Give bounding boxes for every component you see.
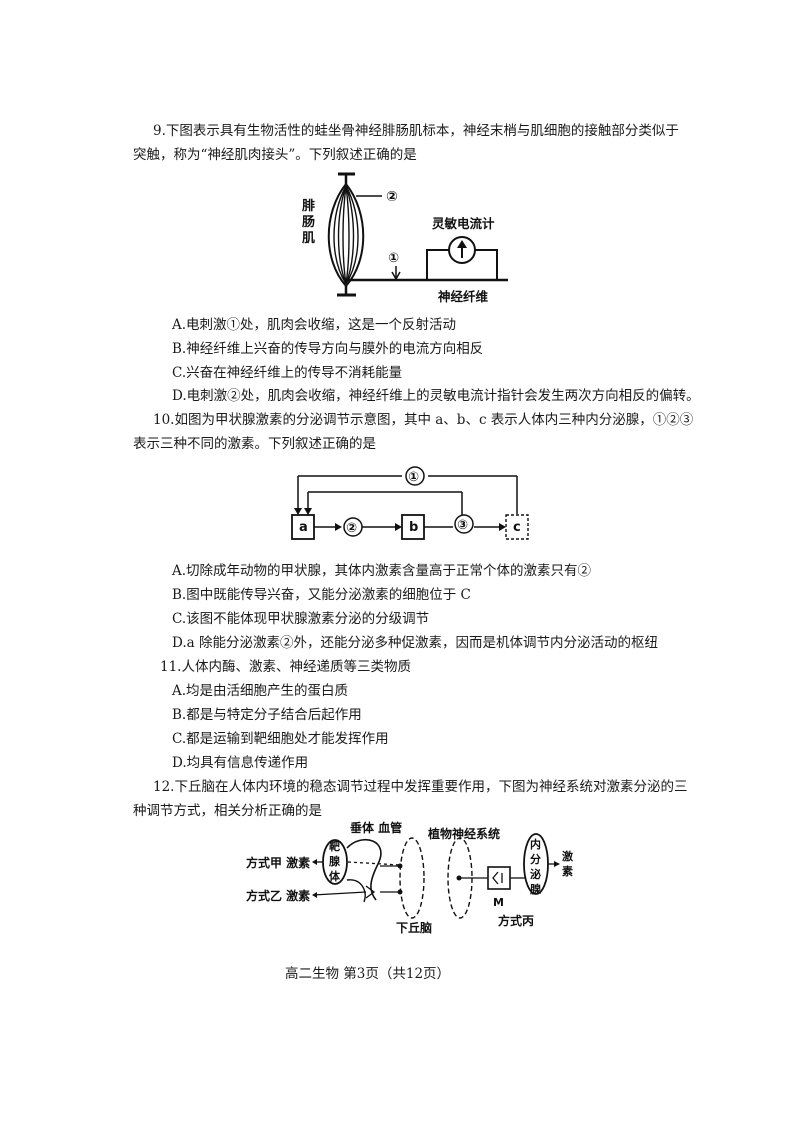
q12-target-2: 腺 <box>329 854 341 868</box>
q12-endocrine-3: 泌 <box>530 867 541 881</box>
q10-box-c: c <box>513 520 521 535</box>
q12-way-c: 方式丙 <box>498 913 534 928</box>
q10-stem-line2: 表示三种不同的激素。下列叙述正确的是 <box>133 436 376 452</box>
q9-option-d: D.电刺激②处，肌肉会收缩，神经纤维上的灵敏电流计指针会发生两次方向相反的偏转。 <box>172 388 700 404</box>
q10-figure: ① a b c ② ③ <box>291 466 529 540</box>
q9-figure: ② 腓 肠 肌 ① 灵敏电流计 神经纤维 <box>302 172 508 304</box>
q9-nerve-label: 神经纤维 <box>438 289 489 304</box>
q10-stem-line1: 10.如图为甲状腺激素的分泌调节示意图，其中 a、b、c 表示人体内三种内分泌腺… <box>153 412 694 428</box>
q12-endocrine-2: 分 <box>530 852 541 866</box>
q12-endocrine-1: 内 <box>530 837 541 851</box>
q12-way-a: 方式甲 激素 <box>246 855 310 870</box>
q11-stem: 11.人体内酶、激素、神经递质等三类物质 <box>160 659 411 675</box>
q12-stem-line2: 种调节方式，相关分析正确的是 <box>133 803 322 819</box>
q9-meter-label: 灵敏电流计 <box>432 216 495 231</box>
q11-option-a: A.均是由活细胞产生的蛋白质 <box>172 683 349 699</box>
q11-option-b: B.都是与特定分子结合后起作用 <box>172 707 362 723</box>
q12-endocrine-4: 腺 <box>530 882 542 896</box>
q12-hypothalamus: 下丘脑 <box>396 920 432 935</box>
page-footer: 高二生物 第3页（共12页） <box>285 966 451 982</box>
q12-autonomic: 植物神经系统 <box>427 826 500 841</box>
q12-way-b: 方式乙 激素 <box>246 888 310 903</box>
q11-option-d: D.均具有信息传递作用 <box>172 755 309 771</box>
q10-option-b: B.图中既能传导兴奋，又能分泌激素的细胞位于 C <box>172 587 471 603</box>
q10-option-c: C.该图不能体现甲状腺激素分泌的分级调节 <box>172 611 430 627</box>
q9-muscle-label-1: 腓 <box>302 198 315 214</box>
q9-muscle-label-2: 肠 <box>302 215 315 230</box>
q10-option-d: D.a 除能分泌激素②外，还能分泌多种促激素，因而是机体调节内分泌活动的枢纽 <box>172 635 658 651</box>
q9-option-c: C.兴奋在神经纤维上的传导不消耗能量 <box>172 365 403 381</box>
q9-point1-label: ① <box>388 251 399 266</box>
q11-option-c: C.都是运输到靶细胞处才能发挥作用 <box>172 731 389 747</box>
q12-pituitary-vessel: 垂体 血管 <box>350 820 402 835</box>
q10-h1: ① <box>408 470 419 485</box>
q12-stem-line1: 12.下丘脑在人体内环境的稳态调节过程中发挥重要作用，下图为神经系统对激素分泌的… <box>153 779 688 795</box>
q9-option-a: A.电刺激①处，肌肉会收缩，这是一个反射活动 <box>172 317 457 333</box>
q10-box-a: a <box>299 520 308 535</box>
q9-option-b: B.神经纤维上兴奋的传导方向与膜外的电流方向相反 <box>172 341 484 357</box>
q12-m-label: M <box>493 896 504 909</box>
q10-h3: ③ <box>457 518 468 533</box>
q9-stem-line2: 突触，称为“神经肌肉接头”。下列叙述正确的是 <box>133 147 417 163</box>
q12-target-1: 靶 <box>329 839 340 853</box>
q12-figure: 垂体 血管 植物神经系统 靶 腺 体 方式甲 激素 方式乙 激素 下丘脑 M 方… <box>246 820 573 935</box>
q12-hormone-1: 激 <box>562 849 573 863</box>
q12-target-3: 体 <box>329 869 341 883</box>
q9-muscle-label-3: 肌 <box>302 231 315 246</box>
q9-point2-label: ② <box>386 189 398 205</box>
q10-box-b: b <box>409 520 418 535</box>
q12-hormone-2: 素 <box>562 864 573 878</box>
q10-h2: ② <box>346 521 357 536</box>
q10-option-a: A.切除成年动物的甲状腺，其体内激素含量高于正常个体的激素只有② <box>172 563 592 579</box>
q9-stem-line1: 9.下图表示具有生物活性的蛙坐骨神经腓肠肌标本，神经末梢与肌细胞的接触部分类似于 <box>153 123 679 139</box>
